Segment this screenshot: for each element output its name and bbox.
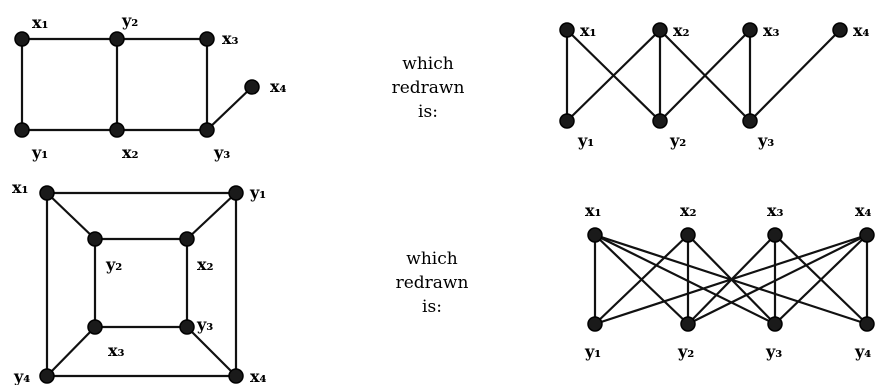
caption-top: which redrawn is: — [392, 54, 465, 122]
vertex — [14, 31, 30, 47]
vertex — [859, 316, 875, 332]
vertex — [228, 185, 244, 201]
edge — [45, 325, 97, 378]
vertex-label: y₃ — [765, 342, 782, 361]
vertex — [587, 316, 603, 332]
edge — [45, 191, 97, 241]
vertex-label: y₂ — [669, 131, 686, 150]
vertex — [767, 227, 783, 243]
edge — [593, 233, 777, 326]
edge — [185, 191, 238, 241]
vertex — [680, 316, 696, 332]
vertex-label: x₁ — [12, 178, 29, 197]
vertex — [199, 31, 215, 47]
caption-line: redrawn — [392, 78, 465, 98]
graph-top-left: x₁ y₂ x₃ x₄ y₁ x₂ y₃ — [14, 11, 287, 162]
vertex — [832, 22, 848, 38]
vertex — [14, 122, 30, 138]
vertex-label: y₂ — [677, 342, 694, 361]
vertex-label: x₃ — [763, 21, 780, 40]
vertex-label: x₁ — [585, 201, 602, 220]
vertex — [652, 22, 668, 38]
vertex-label: y₁ — [249, 183, 266, 202]
vertex-label: x₁ — [32, 13, 49, 32]
vertex — [559, 22, 575, 38]
vertex — [767, 316, 783, 332]
vertex — [228, 368, 244, 384]
vertex-label: y₁ — [577, 131, 594, 150]
edge — [773, 233, 869, 326]
vertex-label: x₁ — [580, 21, 597, 40]
vertex-label: x₂ — [122, 143, 139, 162]
vertex — [39, 185, 55, 201]
vertex — [199, 122, 215, 138]
vertex — [859, 227, 875, 243]
edge — [593, 233, 690, 326]
vertex — [244, 79, 260, 95]
edge — [185, 325, 238, 378]
vertex — [109, 122, 125, 138]
caption-line: redrawn — [396, 273, 469, 293]
vertex-label: y₁ — [31, 143, 48, 162]
graph-bottom-right: x₁ x₂ x₃ x₄ y₁ y₂ y₃ y₄ — [584, 201, 875, 361]
vertex — [652, 113, 668, 129]
vertex-label: y₄ — [13, 367, 30, 385]
graph-bottom-left: x₁ y₁ y₂ x₂ x₃ y₃ y₄ x₄ — [12, 178, 267, 385]
vertex — [680, 227, 696, 243]
vertex-label: y₃ — [213, 143, 230, 162]
vertex-label: x₄ — [855, 201, 872, 220]
edge — [658, 28, 752, 123]
vertex — [87, 319, 103, 335]
caption-line: is: — [422, 297, 442, 317]
vertex — [742, 22, 758, 38]
vertex-label: x₃ — [222, 29, 239, 48]
vertex-label: x₃ — [767, 201, 784, 220]
vertex-label: y₃ — [757, 131, 774, 150]
caption-line: is: — [418, 102, 438, 122]
vertex-label: x₄ — [250, 367, 267, 385]
vertex-label: x₂ — [673, 21, 690, 40]
vertex — [179, 319, 195, 335]
vertex — [587, 227, 603, 243]
vertex-label: y₃ — [196, 315, 213, 334]
edge — [205, 85, 254, 132]
edge — [593, 233, 869, 326]
vertex — [742, 113, 758, 129]
vertex — [179, 231, 195, 247]
edge — [565, 28, 662, 123]
caption-line: which — [402, 54, 453, 74]
vertex — [87, 231, 103, 247]
vertex-label: x₃ — [108, 341, 125, 360]
graph-top-right: x₁ x₂ x₃ x₄ y₁ y₂ y₃ — [559, 21, 870, 150]
caption-line: which — [406, 249, 457, 269]
vertex-label: y₂ — [121, 11, 138, 30]
vertex-label: y₂ — [105, 255, 122, 274]
vertex-label: x₄ — [853, 21, 870, 40]
edge — [686, 233, 869, 326]
vertex — [109, 31, 125, 47]
vertex-label: x₂ — [197, 255, 214, 274]
vertex — [559, 113, 575, 129]
caption-bottom: which redrawn is: — [396, 249, 469, 317]
vertex — [39, 368, 55, 384]
vertex-label: x₂ — [680, 201, 697, 220]
edge — [748, 28, 842, 123]
vertex-label: x₄ — [270, 77, 287, 96]
vertex-label: y₁ — [584, 342, 601, 361]
vertex-label: y₄ — [854, 342, 871, 361]
